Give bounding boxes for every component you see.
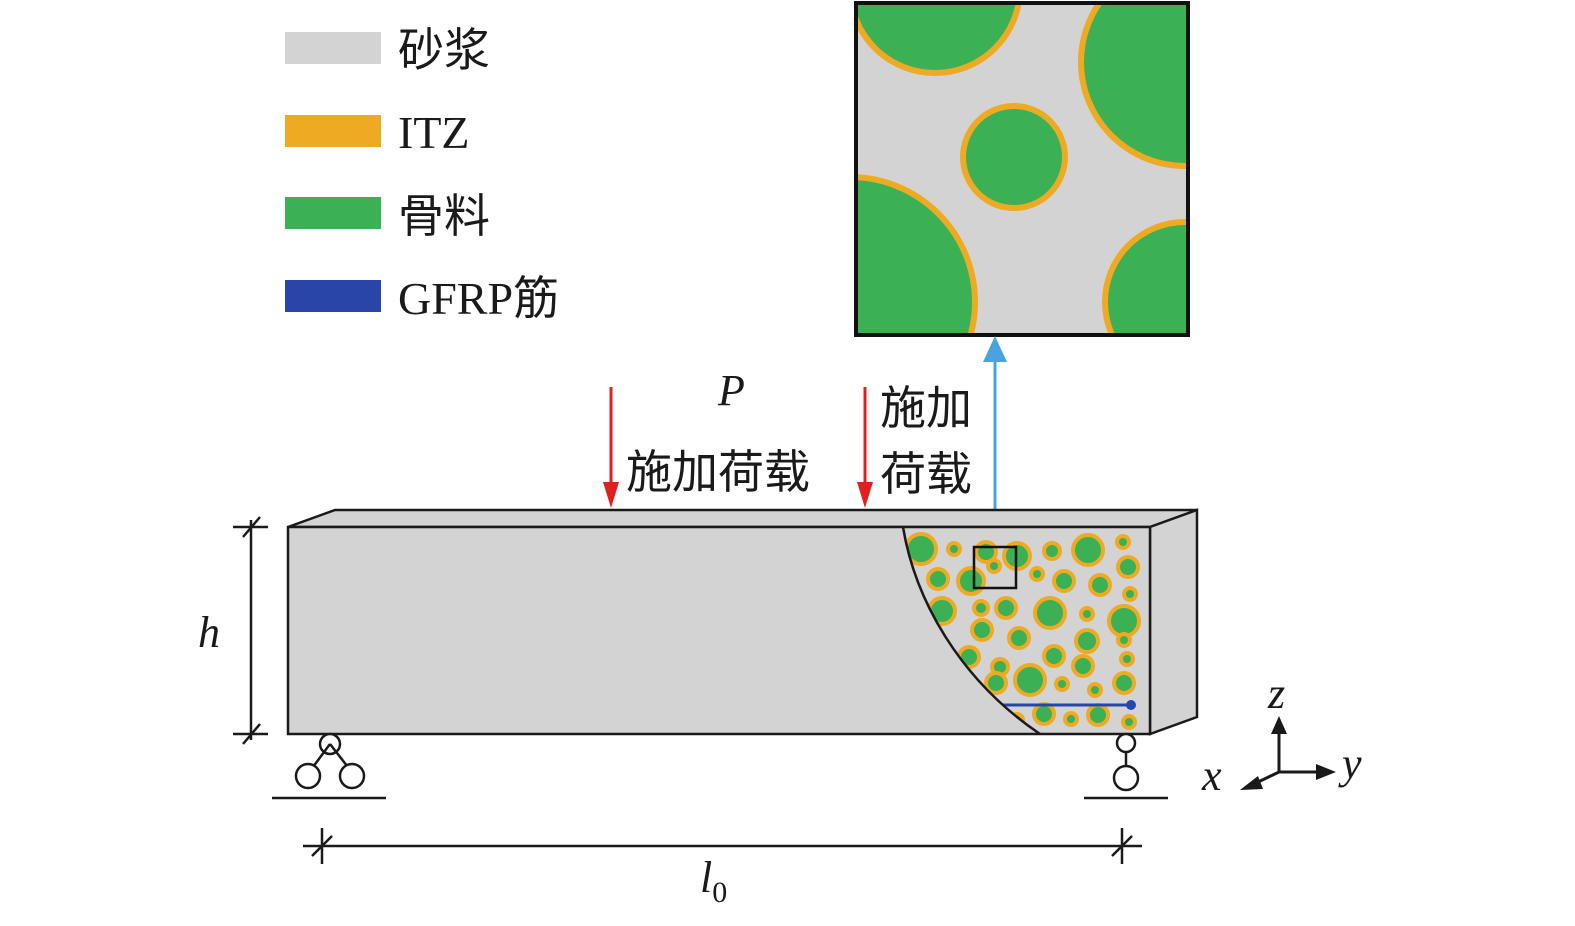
legend-swatch-aggregate <box>285 197 381 229</box>
aggregate-particle <box>1063 711 1079 727</box>
dimension-height-label: h <box>198 608 220 657</box>
cutaway-boundary <box>901 526 1041 736</box>
aggregate-particle <box>1071 533 1105 567</box>
aggregate-particle <box>972 599 990 617</box>
aggregate-particle <box>1042 644 1066 668</box>
legend-item-mortar: 砂浆 <box>285 23 490 77</box>
aggregate-particle <box>1074 628 1100 654</box>
load-label-right-line2: 荷载 <box>880 447 972 501</box>
zoom-inset-frame <box>854 1 1190 337</box>
zoom-aggregate-center <box>960 103 1068 211</box>
dimension-span-subscript: 0 <box>712 876 727 909</box>
legend-label-gfrp: GFRP筋 <box>398 273 559 324</box>
aggregate-particle <box>1087 682 1103 698</box>
dimension-span-symbol: l <box>700 853 712 902</box>
beam-top-face <box>287 508 1198 529</box>
support-right-pin <box>1084 732 1168 800</box>
aggregate-particle <box>1033 596 1067 630</box>
aggregate-particle <box>1116 555 1140 579</box>
legend-label-itz: ITZ <box>398 107 470 158</box>
aggregate-particle <box>1071 654 1095 678</box>
gfrp-bar-end <box>1126 700 1136 710</box>
aggregate-particle <box>1088 573 1112 597</box>
aggregate-particle <box>1115 534 1131 550</box>
legend-swatch-mortar <box>285 32 381 64</box>
zoom-aggregate-top-right <box>1078 5 1186 169</box>
coordinate-axes <box>1240 716 1336 790</box>
aggregate-particle <box>926 567 950 591</box>
aggregate-particle <box>1112 671 1136 695</box>
aggregate-particle <box>1013 663 1047 697</box>
aggregate-particle <box>994 596 1018 620</box>
aggregate-particle <box>1121 714 1137 730</box>
aggregate-particle <box>946 541 962 557</box>
load-label-left: 施加荷载 <box>626 445 810 499</box>
cutaway-aggregates <box>904 532 1141 730</box>
aggregate-particle <box>970 618 994 642</box>
axis-label-y: y <box>1338 739 1362 788</box>
dimension-span-label: l0 <box>700 853 727 909</box>
aggregate-particle <box>1079 606 1095 622</box>
support-left-roller <box>272 732 386 800</box>
beam <box>286 508 1199 736</box>
aggregate-particle <box>1042 541 1062 561</box>
legend-swatch-gfrp <box>285 280 381 312</box>
aggregate-particle <box>1054 676 1070 692</box>
aggregate-particle <box>956 566 986 596</box>
aggregate-particle <box>986 558 1002 574</box>
aggregate-particle <box>984 671 1008 695</box>
load-label-right-line1: 施加 <box>880 381 972 435</box>
beam-cutaway <box>904 532 1141 730</box>
aggregate-particle <box>1119 651 1135 667</box>
axis-label-x: x <box>1201 751 1222 800</box>
aggregate-particle <box>1122 586 1138 602</box>
aggregate-particle <box>1107 604 1141 638</box>
zoom-aggregate-bottom-right <box>1102 219 1186 333</box>
zoom-aggregate-bottom-left <box>858 174 978 333</box>
beam-end-face <box>1148 508 1199 736</box>
legend-item-gfrp: GFRP筋 <box>285 273 559 324</box>
legend-label-aggregate: 骨料 <box>398 189 490 243</box>
loads: P 施加荷载 施加 荷载 <box>603 366 972 508</box>
aggregate-particle <box>1032 702 1056 726</box>
dimension-height <box>233 516 268 745</box>
zoom-region-box <box>972 545 1018 590</box>
legend-label-mortar: 砂浆 <box>398 23 490 77</box>
axis-label-z: z <box>1267 669 1285 718</box>
zoom-aggregate-top-left <box>858 5 1022 76</box>
load-symbol: P <box>717 366 745 415</box>
legend-swatch-itz <box>285 115 381 147</box>
aggregate-particle <box>1116 632 1132 648</box>
zoom-inset <box>854 1 1190 337</box>
legend-item-itz: ITZ <box>285 107 470 158</box>
aggregate-particle <box>1086 703 1110 727</box>
aggregate-particle <box>1052 569 1076 593</box>
legend: 砂浆 ITZ 骨料 GFRP筋 <box>285 23 559 324</box>
dimension-span <box>303 828 1142 864</box>
aggregate-particle <box>1007 626 1031 650</box>
aggregate-particle <box>1029 566 1045 582</box>
legend-item-aggregate: 骨料 <box>285 189 490 243</box>
